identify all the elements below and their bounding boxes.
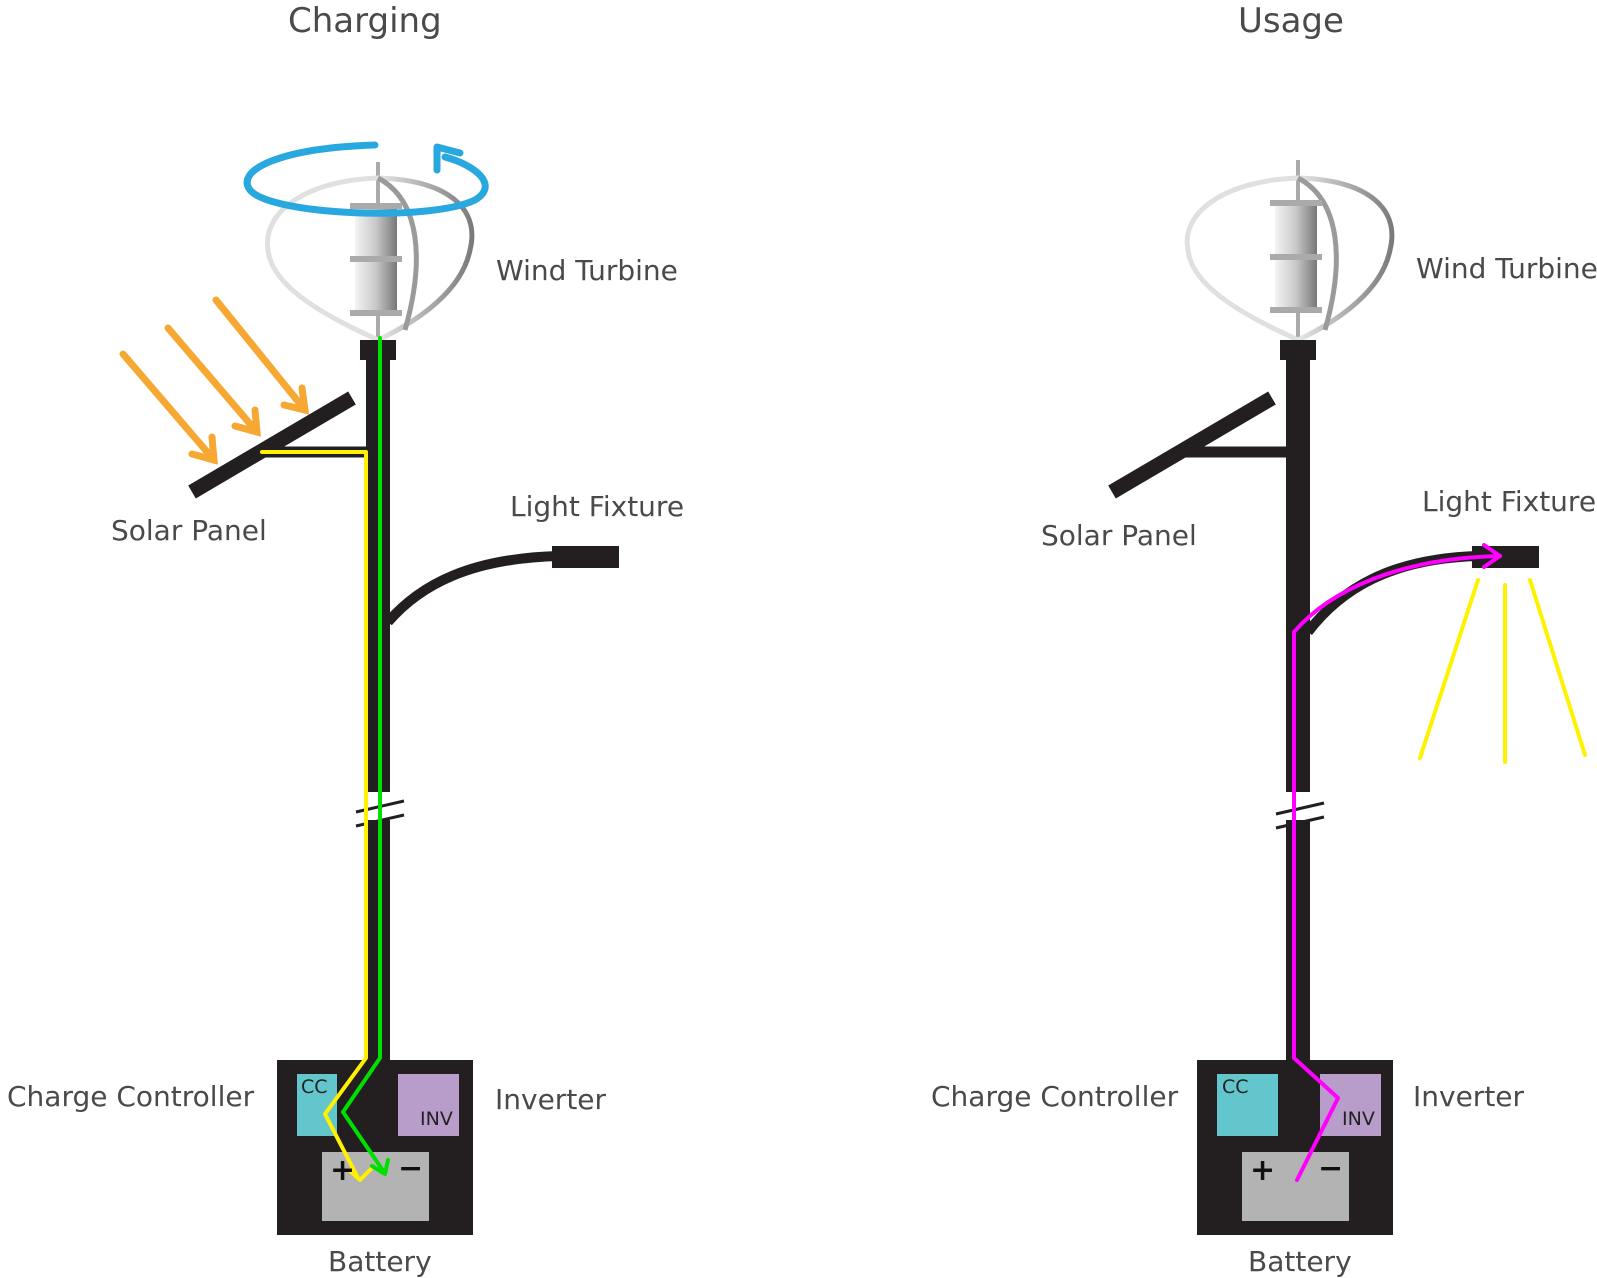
inverter-box xyxy=(398,1074,459,1136)
solar-panel-label: Solar Panel xyxy=(111,514,267,547)
wind-turbine-label-usage: Wind Turbine xyxy=(1416,252,1597,285)
wind-flow-path xyxy=(341,336,390,1176)
solar-panel-label-usage: Solar Panel xyxy=(1041,519,1197,552)
battery-icon xyxy=(322,1152,429,1221)
equipment-box-usage xyxy=(1197,1060,1393,1235)
inverter-label-usage: Inverter xyxy=(1413,1080,1525,1113)
battery-minus-usage: − xyxy=(1318,1151,1344,1186)
inverter-label: Inverter xyxy=(495,1083,607,1116)
equipment-box xyxy=(277,1060,473,1235)
light-fixture-label-usage: Light Fixture xyxy=(1422,485,1597,518)
battery-minus: − xyxy=(398,1151,424,1186)
cc-label: CC xyxy=(301,1076,328,1098)
panel-title-usage: Usage xyxy=(1238,1,1344,41)
usage-flow-path xyxy=(1292,543,1502,1182)
lamp-pole-usage xyxy=(1275,340,1325,1060)
battery-label: Battery xyxy=(328,1245,432,1278)
inv-label-usage: INV xyxy=(1342,1108,1375,1130)
charge-controller-box-usage xyxy=(1217,1074,1278,1136)
solar-flow-path xyxy=(260,450,373,1182)
battery-plus-usage: + xyxy=(1250,1153,1276,1188)
cc-label-usage: CC xyxy=(1222,1076,1249,1098)
wind-turbine-icon xyxy=(265,162,475,343)
light-fixture-label: Light Fixture xyxy=(510,490,685,523)
solar-panel-icon-usage xyxy=(1108,391,1288,499)
inv-label: INV xyxy=(420,1108,453,1130)
panel-title: Charging xyxy=(288,1,442,41)
light-beams-icon xyxy=(1418,578,1587,764)
solar-panel-icon xyxy=(188,391,368,499)
charging-panel xyxy=(119,141,619,1235)
light-fixture-icon xyxy=(384,546,619,626)
battery-icon-usage xyxy=(1242,1152,1349,1221)
wind-turbine-label: Wind Turbine xyxy=(496,254,678,287)
sun-rays-icon xyxy=(119,296,310,465)
battery-plus: + xyxy=(330,1153,356,1188)
battery-label-usage: Battery xyxy=(1248,1245,1352,1278)
usage-panel xyxy=(1108,160,1587,1235)
charge-controller-label: Charge Controller xyxy=(7,1080,255,1113)
inverter-box-usage xyxy=(1320,1074,1381,1136)
wind-turbine-icon-usage xyxy=(1184,160,1395,343)
charge-controller-label-usage: Charge Controller xyxy=(931,1080,1179,1113)
rotation-arrow-icon xyxy=(243,141,489,217)
